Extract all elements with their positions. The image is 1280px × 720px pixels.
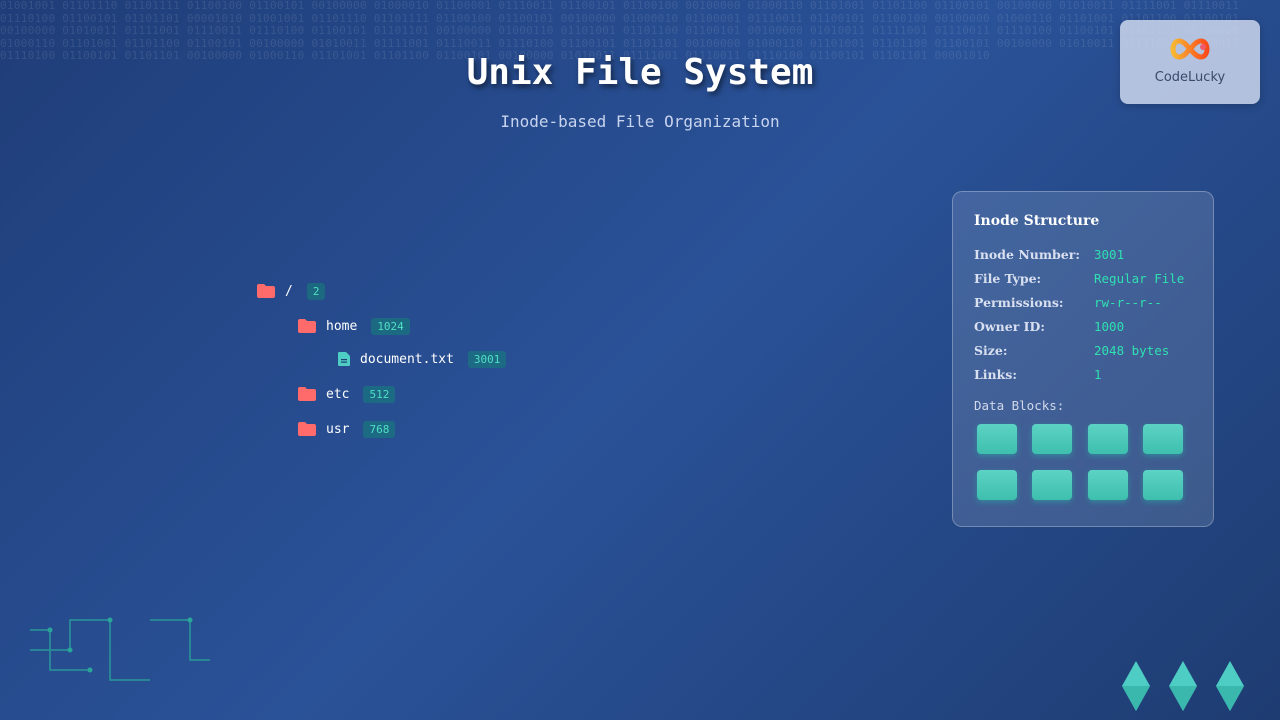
field-value: Regular File bbox=[1094, 271, 1185, 286]
folder-icon bbox=[257, 284, 275, 298]
tree-node-name: usr bbox=[326, 421, 350, 437]
data-block[interactable] bbox=[1143, 470, 1183, 500]
panel-title: Inode Structure bbox=[974, 213, 1100, 229]
data-block[interactable] bbox=[1143, 424, 1183, 454]
tree-node-name: etc bbox=[326, 386, 350, 402]
tree-node-name: document.txt bbox=[360, 351, 454, 367]
page-title: Unix File System bbox=[466, 52, 814, 93]
binary-background: 01001001 01101110 01101111 01100100 0110… bbox=[0, 0, 1240, 62]
data-block[interactable] bbox=[1032, 470, 1072, 500]
tree-node-home[interactable]: home 1024 bbox=[298, 316, 410, 336]
folder-icon bbox=[298, 422, 316, 436]
inode-badge: 512 bbox=[363, 385, 396, 403]
data-block[interactable] bbox=[1088, 424, 1128, 454]
tree-node-name: home bbox=[326, 318, 358, 334]
field-value: 2048 bytes bbox=[1094, 343, 1170, 358]
field-label: Size: bbox=[974, 343, 1008, 358]
circuit-decoration-icon bbox=[30, 617, 210, 681]
field-label: Inode Number: bbox=[974, 247, 1080, 262]
field-label: File Type: bbox=[974, 271, 1042, 286]
data-block[interactable] bbox=[1088, 470, 1128, 500]
logo-text: CodeLucky bbox=[1154, 70, 1226, 85]
inode-badge: 3001 bbox=[467, 350, 507, 368]
field-value: rw-r--r-- bbox=[1094, 295, 1162, 310]
data-block[interactable] bbox=[1032, 424, 1072, 454]
tree-node-usr[interactable]: usr 768 bbox=[298, 419, 396, 439]
file-icon bbox=[338, 352, 350, 366]
inode-structure-panel: Inode Structure Inode Number: 3001 File … bbox=[952, 191, 1214, 527]
inode-badge: 2 bbox=[306, 282, 326, 300]
data-block[interactable] bbox=[977, 470, 1017, 500]
codelucky-logo[interactable]: CodeLucky bbox=[1120, 20, 1260, 104]
field-label: Links: bbox=[974, 367, 1017, 382]
tree-node-document[interactable]: document.txt 3001 bbox=[338, 349, 507, 369]
inode-badge: 1024 bbox=[371, 317, 410, 335]
tree-node-name: / bbox=[285, 283, 293, 299]
page-subtitle: Inode-based File Organization bbox=[500, 112, 780, 131]
inode-badge: 768 bbox=[363, 420, 396, 438]
tree-node-root[interactable]: / 2 bbox=[257, 281, 326, 301]
diamond-decoration-icon bbox=[1122, 661, 1244, 711]
field-label: Permissions: bbox=[974, 295, 1064, 310]
data-block[interactable] bbox=[977, 424, 1017, 454]
folder-icon bbox=[298, 319, 316, 333]
infinity-logo-icon bbox=[1167, 34, 1213, 68]
field-value: 1 bbox=[1094, 367, 1102, 382]
field-value: 1000 bbox=[1094, 319, 1125, 334]
field-value: 3001 bbox=[1094, 247, 1125, 262]
data-blocks-label: Data Blocks: bbox=[974, 398, 1065, 413]
field-label: Owner ID: bbox=[974, 319, 1045, 334]
folder-icon bbox=[298, 387, 316, 401]
tree-node-etc[interactable]: etc 512 bbox=[298, 384, 396, 404]
